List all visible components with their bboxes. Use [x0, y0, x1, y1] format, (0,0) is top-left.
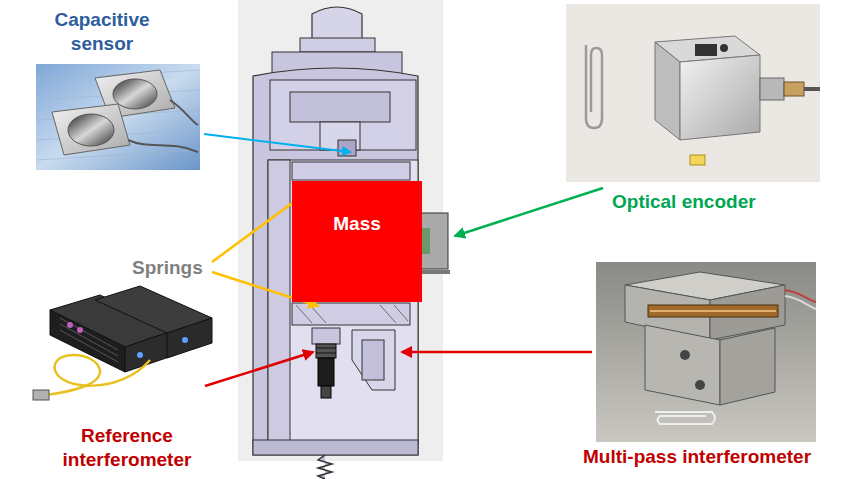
node-label: Mass: [292, 213, 422, 235]
leader-arrows: [204, 134, 603, 386]
callout-label: Optical encoder: [612, 190, 756, 214]
leader-line: [402, 351, 592, 354]
multi-pass-interferometer-photo: [596, 262, 816, 442]
leader-line: [204, 134, 350, 152]
housing-cross-section: [238, 0, 450, 479]
leader-line: [205, 352, 313, 386]
mass-block: Mass: [292, 181, 422, 302]
callout-label: Capacitive sensor: [38, 8, 166, 56]
callout-label: Multi-pass interferometer: [583, 445, 811, 469]
optical-encoder-photo: [566, 4, 820, 182]
callout-label: Springs: [132, 256, 203, 280]
reference-interferometer-photo: [33, 286, 212, 400]
callout-label: Reference interferometer: [42, 424, 212, 472]
capacitive-sensor-photo: [36, 64, 200, 170]
leader-line: [455, 188, 603, 236]
